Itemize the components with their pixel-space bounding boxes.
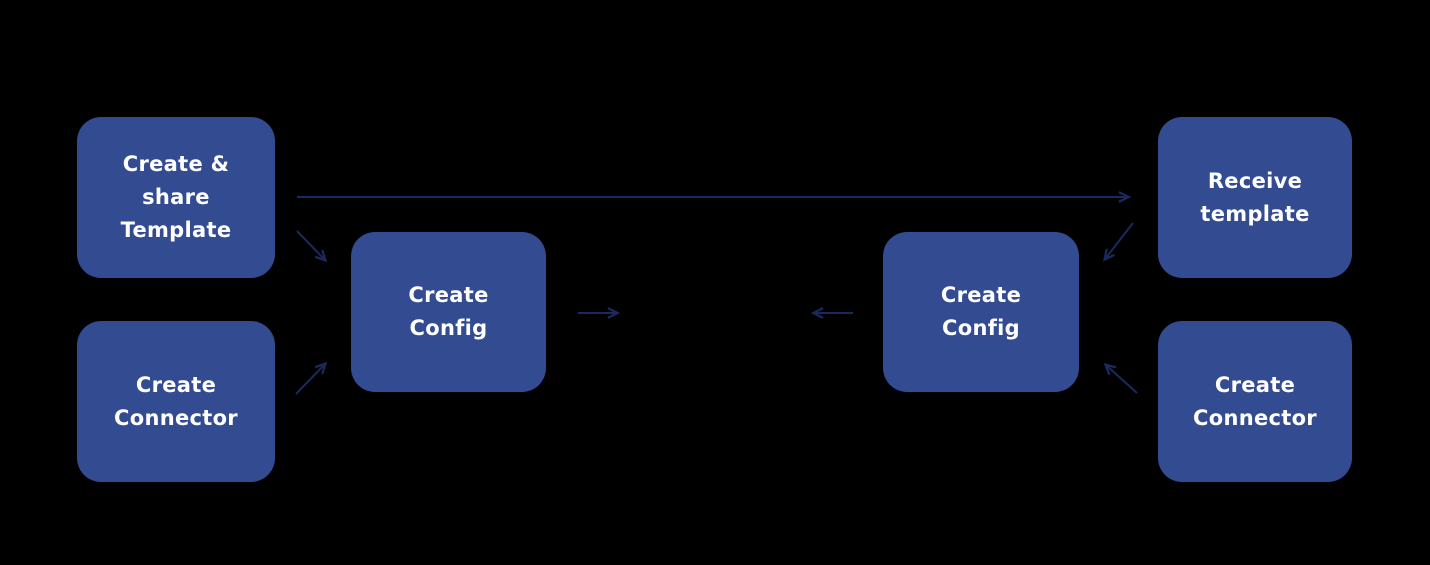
node-label: Create Connector [114, 372, 238, 430]
edge-connector-left-to-config-left [295, 364, 325, 395]
node-label: Create Connector [1193, 372, 1317, 430]
node-label: Receive template [1200, 168, 1310, 226]
node-label: Create Config [940, 283, 1022, 340]
node-receive-template: Receive template [1158, 117, 1352, 278]
edge-receive-to-config-right [1105, 222, 1134, 259]
edge-connector-right-to-config-right [1106, 365, 1138, 394]
node-label: Create Config [408, 283, 489, 340]
node-create-config-right: Create Config [883, 232, 1079, 392]
edge-template-to-config-left [296, 230, 325, 260]
node-create-config-left: Create Config [351, 232, 546, 392]
node-create-connector-right: Create Connector [1158, 321, 1352, 482]
node-label: Create & share Template [120, 152, 232, 242]
node-create-connector-left: Create Connector [77, 321, 275, 482]
node-create-share-template: Create & share Template [77, 117, 275, 278]
